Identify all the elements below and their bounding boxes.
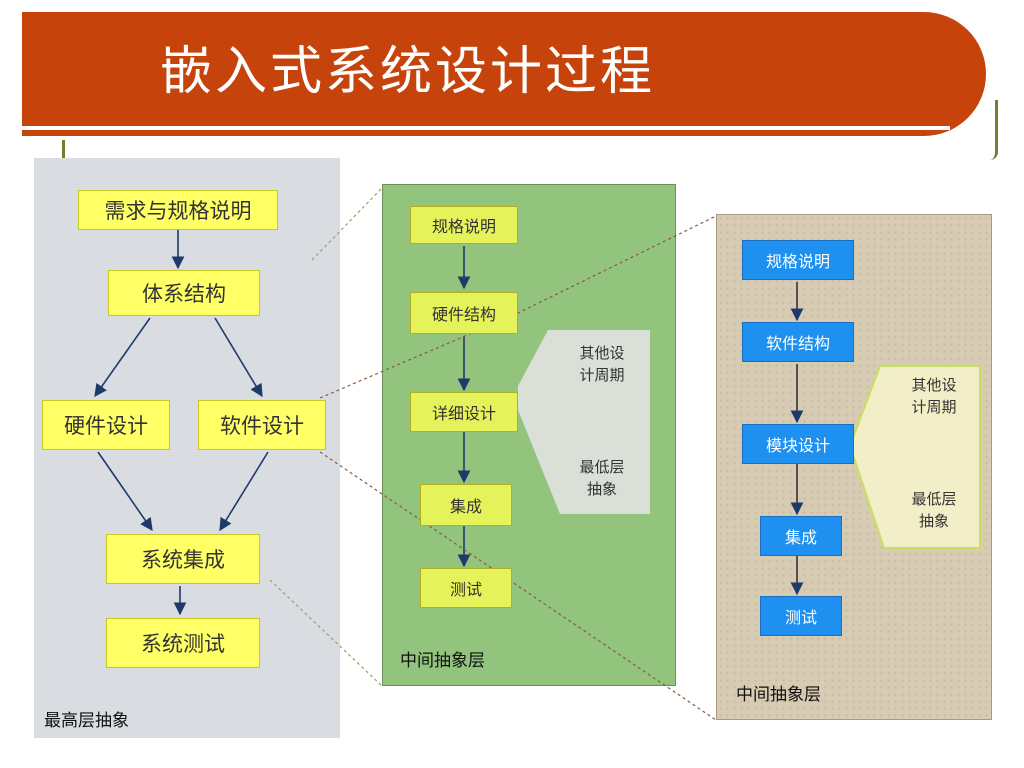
middle-abstraction-label: 中间抽象层	[400, 651, 485, 671]
hardware-design-box: 硬件设计	[42, 400, 170, 450]
mid-detail-design-box: 详细设计	[410, 392, 518, 432]
right-other-cycle-note: 其他设 计周期	[911, 376, 957, 416]
system-testing-box: 系统测试	[106, 618, 260, 668]
right-module-design-box: 模块设计	[742, 424, 854, 464]
requirements-box: 需求与规格说明	[78, 190, 278, 230]
mid-spec-box: 规格说明	[410, 206, 518, 244]
title-bar-tail	[990, 100, 998, 160]
right-lowest-level-note: 最低层 抽象	[911, 490, 957, 530]
title-underline	[22, 126, 950, 130]
mid-lowest-level-note: 最低层 抽象	[579, 458, 625, 498]
middle-bracket	[518, 330, 650, 514]
system-integration-box: 系统集成	[106, 534, 260, 584]
left-flow-arrows	[94, 230, 269, 616]
mid-other-cycle-note: 其他设 计周期	[579, 344, 625, 384]
right-sw-structure-box: 软件结构	[742, 322, 854, 362]
right-abstraction-label: 中间抽象层	[736, 685, 821, 705]
architecture-box: 体系结构	[108, 270, 260, 316]
zoom-connectors	[269, 187, 717, 721]
mid-testing-box: 测试	[420, 568, 512, 608]
right-integration-box: 集成	[760, 516, 842, 556]
top-level-abstraction-label: 最高层抽象	[44, 711, 129, 731]
mid-integration-box: 集成	[420, 484, 512, 526]
right-bracket	[849, 365, 981, 549]
slide-title: 嵌入式系统设计过程	[160, 42, 656, 102]
title-bar	[22, 12, 986, 136]
right-testing-box: 测试	[760, 596, 842, 636]
mid-hw-structure-box: 硬件结构	[410, 292, 518, 334]
software-design-box: 软件设计	[198, 400, 326, 450]
right-spec-box: 规格说明	[742, 240, 854, 280]
